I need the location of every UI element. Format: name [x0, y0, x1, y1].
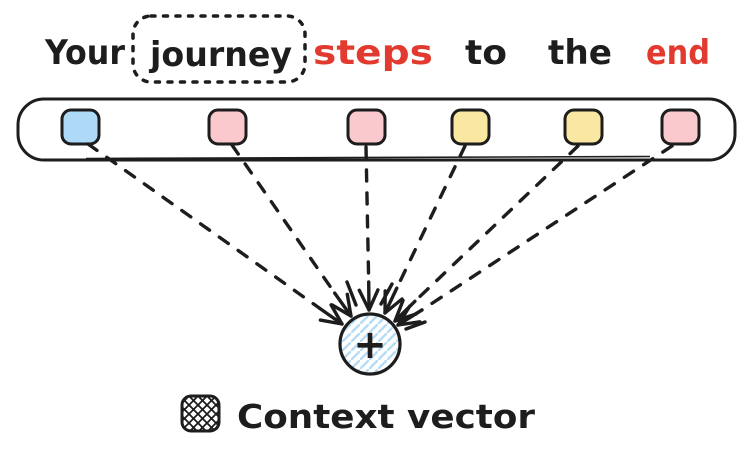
sentence-word-end: end: [646, 33, 710, 73]
sketch-overstroke: [85, 155, 651, 160]
legend-label: Context vector: [237, 397, 536, 436]
attention-arrow-6: [396, 144, 674, 327]
context-node: +: [338, 312, 402, 376]
token-box-5: [563, 108, 604, 146]
crosshatch-swatch-icon: [180, 394, 221, 433]
sketch-stray-stroke: [345, 280, 358, 307]
sentence-word-journey: journey: [148, 35, 292, 75]
sentence-word-to: to: [465, 33, 507, 73]
sketch-stray-stroke: [404, 320, 427, 331]
dashed-focus-box: [131, 14, 307, 84]
token-box-3: [346, 108, 387, 146]
sentence-word-your: Your: [44, 33, 125, 73]
attention-arrows: [86, 142, 674, 331]
context-circle: [338, 312, 402, 376]
attention-arrow-3: [357, 145, 380, 312]
sentence-word-steps: steps: [313, 33, 433, 73]
token-box-2: [207, 108, 248, 146]
token-box-6: [660, 108, 701, 146]
legend: Context vector: [180, 394, 536, 436]
token-box-1: [60, 108, 101, 146]
attention-arrow-1: [86, 142, 344, 326]
sentence-row: Your journey steps to the end: [44, 14, 710, 84]
attention-arrow-2: [230, 143, 353, 318]
sentence-word-the: the: [548, 33, 612, 73]
token-container: [16, 97, 737, 162]
sum-symbol: +: [353, 322, 387, 368]
token-box-4: [450, 108, 491, 146]
sketch-stray-stroke: [379, 282, 394, 306]
